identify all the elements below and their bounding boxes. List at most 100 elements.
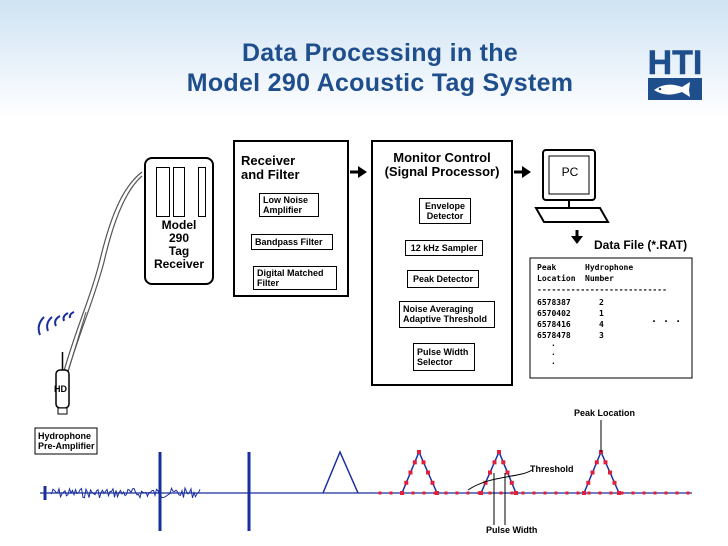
monitor-header-2: (Signal Processor) [384,164,500,179]
block-text: Amplifier [263,205,303,215]
sample-point [417,450,421,454]
cell-loc: 6570402 [537,309,571,318]
pc-icon [534,149,610,223]
pulse-width-label: Pulse Width [486,525,538,535]
sample-point [565,491,569,495]
pc-label: PC [561,165,579,179]
sample-point [612,480,617,485]
block-text: Low Noise [263,195,309,205]
sample-point [617,491,621,495]
bandpass-filter-block: Bandpass Filter [251,234,333,250]
block-text: Pulse Width [417,347,469,357]
peak-location-label: Peak Location [574,408,636,418]
label-text: Pre-Amplifier [38,441,95,451]
table-row: 6578387 2 [537,297,604,308]
adaptive-threshold-block: Noise Averaging Adaptive Threshold [399,301,495,328]
title-line-1: Data Processing in the [241,39,519,67]
table-row: 6578478 3 [537,330,604,341]
receiver-label-2: 290 [168,231,190,245]
cell-loc: 6578416 [537,320,571,329]
sample-point [664,491,668,495]
sample-point [521,491,525,495]
sample-point [497,450,501,454]
sample-point [466,491,470,495]
sample-point [514,491,518,495]
sample-point [603,460,608,465]
hti-logo: HTI [647,44,703,100]
sample-point [488,491,492,495]
monitor-control-box: Monitor Control (Signal Processor) Envel… [371,140,513,386]
sample-point [543,491,547,495]
block-text: Envelope [424,201,465,211]
signal-waveform [40,450,692,531]
sample-point [389,491,393,495]
sample-point [675,491,679,495]
sample-point [501,460,506,465]
arrow-icon [514,166,531,178]
sample-point [608,470,612,475]
cell-loc: 6578387 [537,298,571,307]
block-text: Digital Matched [257,268,324,278]
cell-num: 2 [599,298,604,307]
sample-point [586,480,591,485]
sample-point [620,491,624,495]
col2-header: Hydrophone Number ----------------- [585,262,667,295]
sample-point [433,491,437,495]
arrow-down-icon [571,230,583,244]
sample-point [421,460,426,465]
sample-point [510,491,514,495]
sample-point [642,491,646,495]
block-text: Selector [417,357,453,367]
sampler-block: 12 kHz Sampler [405,240,483,256]
sample-point [435,491,439,495]
sample-point [378,491,382,495]
sample-point [477,491,481,495]
sample-point [404,480,409,485]
hydrophone-icon [55,352,70,415]
data-file-title: Data File (*.RAT) [594,238,688,252]
sample-point [509,480,514,485]
sample-point [609,491,613,495]
label-text: Hydrophone [38,431,91,441]
sample-point [590,470,595,475]
sample-point [587,491,591,495]
header-background [0,0,728,118]
table-row: 6578416 4 [537,319,604,330]
sample-point [444,491,448,495]
sample-point [430,480,435,485]
table-row: 6570402 1 [537,308,604,319]
page-title: Data Processing in the Model 290 Acousti… [120,38,640,98]
pulse-width-selector-block: Pulse Width Selector [413,343,475,371]
sample-point [412,460,417,465]
cell-loc: 6578478 [537,331,571,340]
threshold-label: Threshold [530,464,574,474]
sample-point [582,491,586,495]
sample-point [499,491,503,495]
title-line-2: Model 290 Acoustic Tag System [186,69,574,97]
header-text: Location [537,274,576,283]
envelope-detector-block: Envelope Detector [419,198,471,224]
separator: ----------------- [585,285,667,294]
receiver-label-3: Tag [168,244,190,258]
sound-wave-icon [37,311,75,336]
cell-num: 4 [599,320,604,329]
sample-point [686,491,690,495]
tag-receiver-unit: Model 290 Tag Receiver [144,157,214,285]
block-text: Detector [426,211,464,221]
hydrophone-label: Hydrophone Pre-Amplifier [38,431,95,451]
sample-point [488,470,492,475]
sample-point [631,491,635,495]
header-text: Number [585,274,614,283]
sample-point [422,491,426,495]
separator: ---------- [537,285,586,294]
table-ellipsis: . . . [651,314,682,325]
cell-num: 1 [599,309,604,318]
block-text: Noise Averaging [403,304,474,314]
sample-point [576,491,580,495]
sample-point [400,491,404,495]
receiver-filter-box: Receiver and Filter Low Noise Amplifier … [233,140,349,297]
cell-num: 3 [599,331,604,340]
sample-point [492,460,497,465]
